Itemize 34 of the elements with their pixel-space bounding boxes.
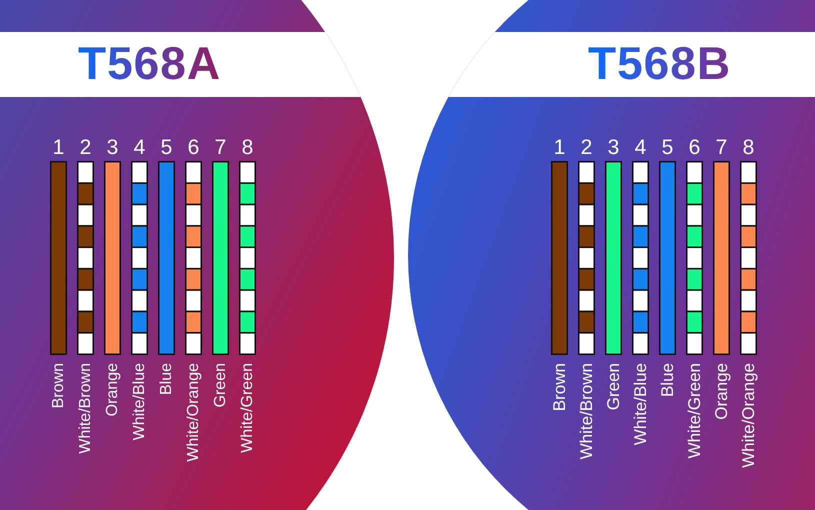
wire-label: Orange — [712, 363, 732, 420]
pin-number: 1 — [52, 137, 64, 159]
pin-number: 4 — [634, 137, 646, 159]
circle-panel — [0, 0, 394, 510]
wire-label: Orange — [104, 363, 122, 416]
wire-label: White/Orange — [738, 363, 758, 468]
wire-label: White/Green — [684, 363, 704, 458]
pin-number: 2 — [580, 137, 592, 159]
pin-number: 3 — [106, 137, 118, 159]
pin-number: 7 — [716, 137, 728, 159]
wire-label: White/Brown — [576, 363, 596, 460]
wire-label: White/Brown — [76, 363, 94, 454]
circle-panel — [408, 0, 815, 510]
wire-label: White/Green — [238, 363, 256, 453]
pin-number: 7 — [214, 137, 226, 159]
wire-label: Brown — [550, 363, 570, 412]
pin-number: 2 — [80, 137, 92, 159]
pin-number: 4 — [134, 137, 146, 159]
pin-number: 6 — [188, 137, 200, 159]
wire-label: Green — [212, 363, 230, 408]
wire-label: Brown — [50, 363, 68, 408]
pin-number: 8 — [242, 137, 254, 159]
pin-number: 5 — [160, 137, 172, 159]
pin-number: 3 — [608, 137, 620, 159]
wire-label: Blue — [658, 363, 678, 398]
wire-label: Green — [604, 363, 624, 410]
pin-number: 6 — [688, 137, 700, 159]
wire-label: Blue — [158, 363, 176, 396]
pin-number: 8 — [742, 137, 754, 159]
pin-number: 5 — [662, 137, 674, 159]
pin-number: 1 — [554, 137, 566, 159]
wire-label: White/Blue — [630, 363, 650, 446]
wire-label: White/Orange — [184, 363, 202, 462]
wire-label: White/Blue — [130, 363, 148, 440]
